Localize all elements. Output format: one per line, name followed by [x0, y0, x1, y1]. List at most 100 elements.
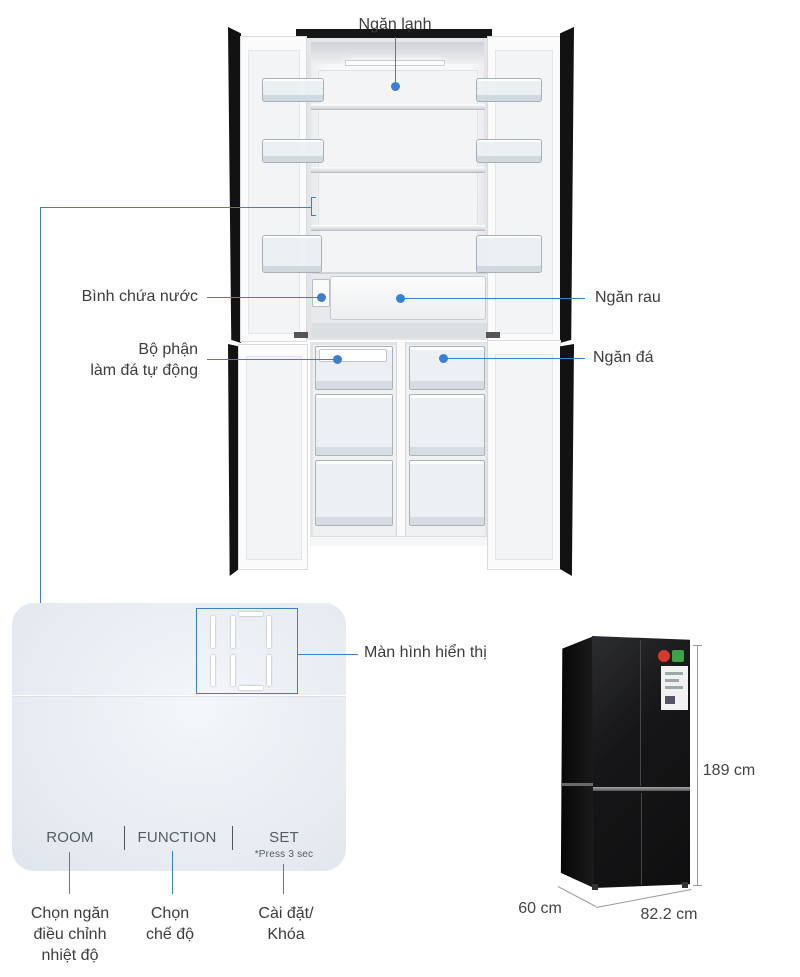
label-ice-maker-line-2: làm đá tự động	[90, 362, 198, 379]
dimension-height-label: 189 cm	[702, 762, 756, 779]
fridge-open-view	[228, 27, 574, 576]
caption-set-line: Khóa	[267, 926, 305, 943]
panel-divider	[12, 695, 346, 697]
energy-badge-green	[672, 650, 684, 662]
fridge-side-face	[560, 636, 594, 888]
leader-line-water-tank	[207, 297, 320, 298]
leader-line-set	[283, 864, 284, 894]
display-segment	[239, 612, 263, 616]
height-dimension-cap-bottom	[693, 885, 702, 886]
door-hinge-middle	[294, 332, 308, 338]
button-separator	[232, 826, 233, 850]
freezer-drawer	[409, 394, 485, 456]
caption-function-line: Chọn	[150, 905, 190, 922]
leader-line-room	[69, 852, 70, 894]
leader-line-control-panel-horizontal	[40, 207, 311, 208]
glass-shelf	[311, 104, 485, 110]
label-display: Màn hình hiển thị	[364, 644, 487, 661]
energy-badge-red	[658, 650, 670, 662]
ice-maker-tray	[319, 349, 387, 362]
height-dimension-cap-top	[693, 645, 702, 646]
display-segment	[267, 655, 271, 686]
sticker-bar	[665, 672, 683, 675]
glass-shelf	[311, 225, 485, 231]
lower-right-door-edge	[560, 344, 574, 576]
upper-door-seam	[640, 640, 641, 786]
sticker-bar	[665, 686, 683, 689]
marker-dot-ice-maker	[333, 355, 342, 364]
caption-set-line: Cài đặt/	[258, 905, 314, 922]
label-freezer: Ngăn đá	[593, 349, 654, 366]
leader-line-fridge-compartment	[395, 37, 396, 85]
display-segment	[239, 686, 263, 690]
function-button-label: FUNCTION	[137, 829, 217, 846]
height-dimension-line	[697, 645, 698, 886]
lower-door-seam	[641, 793, 642, 885]
marker-dot-water-tank	[317, 293, 326, 302]
fridge-closed-view	[0, 600, 800, 920]
display-segment	[211, 616, 215, 648]
button-separator	[124, 826, 125, 850]
display-segment	[267, 616, 271, 648]
label-ice-maker: Bộ phận làm đá tự động	[40, 339, 198, 381]
temperature-display	[196, 608, 298, 694]
lower-left-door-edge	[228, 344, 239, 576]
freezer-drawer	[409, 346, 485, 390]
glass-shelf	[311, 167, 485, 173]
door-handle-bar-side	[561, 783, 593, 786]
caption-room-line: điều chỉnh	[33, 926, 107, 943]
door-handle-bar	[593, 787, 690, 791]
display-segment	[231, 655, 235, 686]
compartment-ceiling	[311, 42, 484, 64]
dimension-depth-label: 60 cm	[518, 900, 562, 917]
label-water-tank: Bình chứa nước	[81, 288, 198, 305]
label-ice-maker-line-1: Bộ phận	[138, 341, 198, 358]
lower-left-door-liner	[246, 356, 302, 560]
label-vegetable-drawer: Ngăn rau	[595, 289, 661, 306]
control-panel	[12, 603, 346, 871]
door-bin	[262, 78, 324, 102]
door-bin	[476, 235, 542, 273]
door-hinge-middle	[486, 332, 500, 338]
room-button-label: ROOM	[46, 829, 94, 846]
caption-room-line: nhiệt độ	[41, 947, 99, 964]
marker-dot-fridge-compartment	[391, 82, 400, 91]
leader-line-ice-maker	[207, 359, 337, 360]
fridge-foot	[592, 884, 598, 890]
leader-line-control-panel-vertical	[40, 207, 41, 604]
dimension-width-label: 82.2 cm	[640, 906, 698, 923]
sticker-bar	[665, 679, 679, 682]
caption-function: Chọn chế độ	[120, 903, 220, 945]
freezer-drawer	[315, 394, 393, 456]
door-bin	[262, 235, 322, 273]
caption-room: Chọn ngăn điều chỉnh nhiệt độ	[20, 903, 120, 966]
lower-center-divider	[396, 342, 406, 545]
leader-line-display	[298, 654, 358, 655]
label-fridge-compartment: Ngăn lạnh	[358, 16, 432, 33]
display-segment	[211, 655, 215, 686]
fridge-foot	[682, 882, 688, 888]
lower-right-door-liner	[495, 354, 553, 560]
leader-line-function	[172, 851, 173, 894]
control-panel-location-bracket	[311, 197, 316, 216]
leader-line-freezer	[443, 358, 585, 359]
freezer-drawer	[315, 460, 393, 526]
cabinet-base	[310, 536, 488, 546]
upper-left-door-edge	[228, 27, 241, 343]
door-bin	[476, 139, 542, 163]
upper-right-door-edge	[560, 27, 574, 343]
door-bin	[476, 78, 542, 102]
compartment-bottom	[312, 323, 488, 338]
energy-label-sticker	[661, 666, 688, 710]
caption-function-line: chế độ	[145, 926, 195, 943]
caption-room-line: Chọn ngăn	[30, 905, 110, 922]
display-segment	[231, 616, 235, 648]
sticker-bar	[665, 696, 675, 704]
caption-set: Cài đặt/ Khóa	[236, 903, 336, 945]
set-button-note: *Press 3 sec	[254, 849, 314, 860]
set-button-label: SET	[269, 829, 299, 846]
freezer-drawer	[409, 460, 485, 526]
leader-line-vegetable-drawer	[400, 298, 585, 299]
cabinet-top-bar	[296, 29, 492, 40]
door-bin	[262, 139, 324, 163]
